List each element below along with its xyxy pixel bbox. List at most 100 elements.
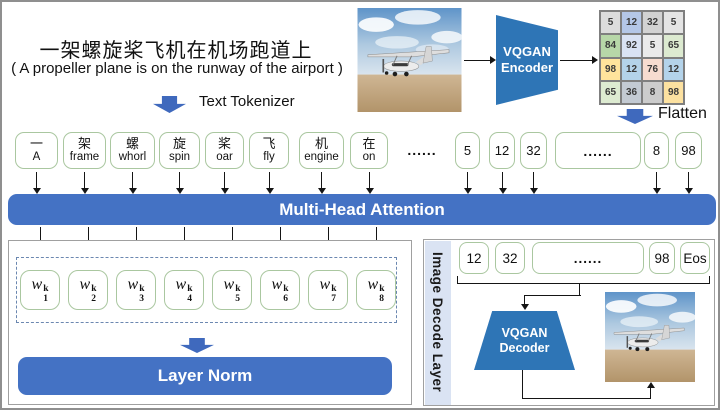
decode-token-box: 98 bbox=[649, 242, 675, 274]
arrow-token-to-attention bbox=[366, 172, 374, 194]
output-airplane-photo bbox=[605, 292, 695, 382]
arrow-token-to-attention bbox=[221, 172, 229, 194]
token-zh: 桨 bbox=[217, 136, 231, 152]
token-en: on bbox=[362, 151, 376, 164]
token-zh: 旋 bbox=[172, 136, 186, 152]
grid-cell: 12 bbox=[621, 11, 642, 35]
token-en: A bbox=[32, 151, 41, 164]
vqgan-decoder-block: VQGAN Decoder bbox=[474, 311, 575, 370]
token-zh: 在 bbox=[362, 136, 376, 152]
arrow-encoder-to-grid bbox=[560, 56, 598, 65]
grid-cell: 12 bbox=[621, 57, 642, 81]
arrow-token-to-attention bbox=[464, 172, 472, 194]
arrow-token-to-attention bbox=[129, 172, 137, 194]
caption-english: ( A propeller plane is on the runway of … bbox=[11, 60, 343, 77]
image-token-box: 98 bbox=[675, 132, 702, 169]
arrow-token-to-attention bbox=[176, 172, 184, 194]
connector-decoder-down bbox=[522, 370, 523, 398]
token-en: fly bbox=[263, 151, 275, 164]
tokenizer-down-arrow-icon bbox=[153, 96, 186, 113]
flatten-label: Flatten bbox=[658, 105, 707, 122]
decode-token-ellipsis-box: ...... bbox=[532, 242, 644, 274]
arrow-token-to-attention bbox=[318, 172, 326, 194]
connector-decoder-right bbox=[522, 398, 651, 399]
decode-token-box: Eos bbox=[680, 242, 710, 274]
decoder-label-line1: VQGAN bbox=[501, 325, 548, 340]
caption-chinese: 一架螺旋桨飞机在机场跑道上 bbox=[39, 40, 313, 62]
decode-token-box: 32 bbox=[495, 242, 525, 274]
arrow-token-to-attention bbox=[33, 172, 41, 194]
grid-cell: 8 bbox=[642, 80, 663, 104]
airplane-photo-graphic bbox=[605, 292, 695, 382]
flatten-down-arrow-icon bbox=[617, 109, 653, 124]
grid-cell: 98 bbox=[663, 80, 684, 104]
connector-arrowhead-down bbox=[520, 304, 529, 310]
arrow-token-to-attention bbox=[653, 172, 661, 194]
grid-cell: 92 bbox=[621, 34, 642, 58]
token-en: spin bbox=[168, 151, 191, 164]
token-en: engine bbox=[304, 151, 339, 164]
arrow-token-to-attention bbox=[685, 172, 693, 194]
input-airplane-photo bbox=[357, 8, 462, 112]
token-en: frame bbox=[69, 151, 100, 164]
token-zh: 机 bbox=[314, 136, 328, 152]
grid-cell: 76 bbox=[642, 57, 663, 81]
grid-cell: 65 bbox=[663, 34, 684, 58]
arrow-photo-to-encoder bbox=[464, 56, 496, 65]
vqgan-code-grid: 5 12 32 5 84 92 5 65 98 12 76 12 65 36 8… bbox=[599, 10, 685, 105]
encoder-label-line1: VQGAN bbox=[503, 44, 551, 60]
arrow-token-to-attention bbox=[530, 172, 538, 194]
decode-bracket bbox=[457, 276, 710, 284]
grid-cell: 5 bbox=[600, 11, 621, 35]
weights-dashed-box bbox=[16, 257, 397, 323]
token-zh: 架 bbox=[77, 136, 91, 152]
connector-up-segment bbox=[650, 387, 651, 398]
vqgan-encoder-block: VQGAN Encoder bbox=[496, 15, 558, 105]
decode-token-box: 12 bbox=[459, 242, 489, 274]
connector-stem bbox=[579, 283, 580, 295]
image-token-box: 32 bbox=[520, 132, 547, 169]
grid-cell: 12 bbox=[663, 57, 684, 81]
decoder-label-line2: Decoder bbox=[499, 340, 550, 355]
airplane-photo-graphic bbox=[357, 8, 462, 112]
token-zh: 一 bbox=[29, 136, 43, 152]
grid-cell: 5 bbox=[642, 34, 663, 58]
grid-cell: 84 bbox=[600, 34, 621, 58]
image-token-box: 8 bbox=[644, 132, 669, 169]
layer-norm-bar: Layer Norm bbox=[18, 357, 392, 395]
image-token-box: 5 bbox=[455, 132, 480, 169]
grid-cell: 65 bbox=[600, 80, 621, 104]
multi-head-attention-bar: Multi-Head Attention bbox=[8, 194, 716, 225]
token-en: whorl bbox=[118, 151, 147, 164]
encoder-label-line2: Encoder bbox=[500, 60, 553, 75]
grid-cell: 32 bbox=[642, 11, 663, 35]
arrow-token-to-attention bbox=[266, 172, 274, 194]
arrow-token-to-attention bbox=[499, 172, 507, 194]
image-decode-layer-title: Image Decode Layer bbox=[424, 240, 451, 405]
connector-arrowhead-up bbox=[646, 382, 655, 388]
token-zh: 螺 bbox=[125, 136, 139, 152]
grid-cell: 98 bbox=[600, 57, 621, 81]
